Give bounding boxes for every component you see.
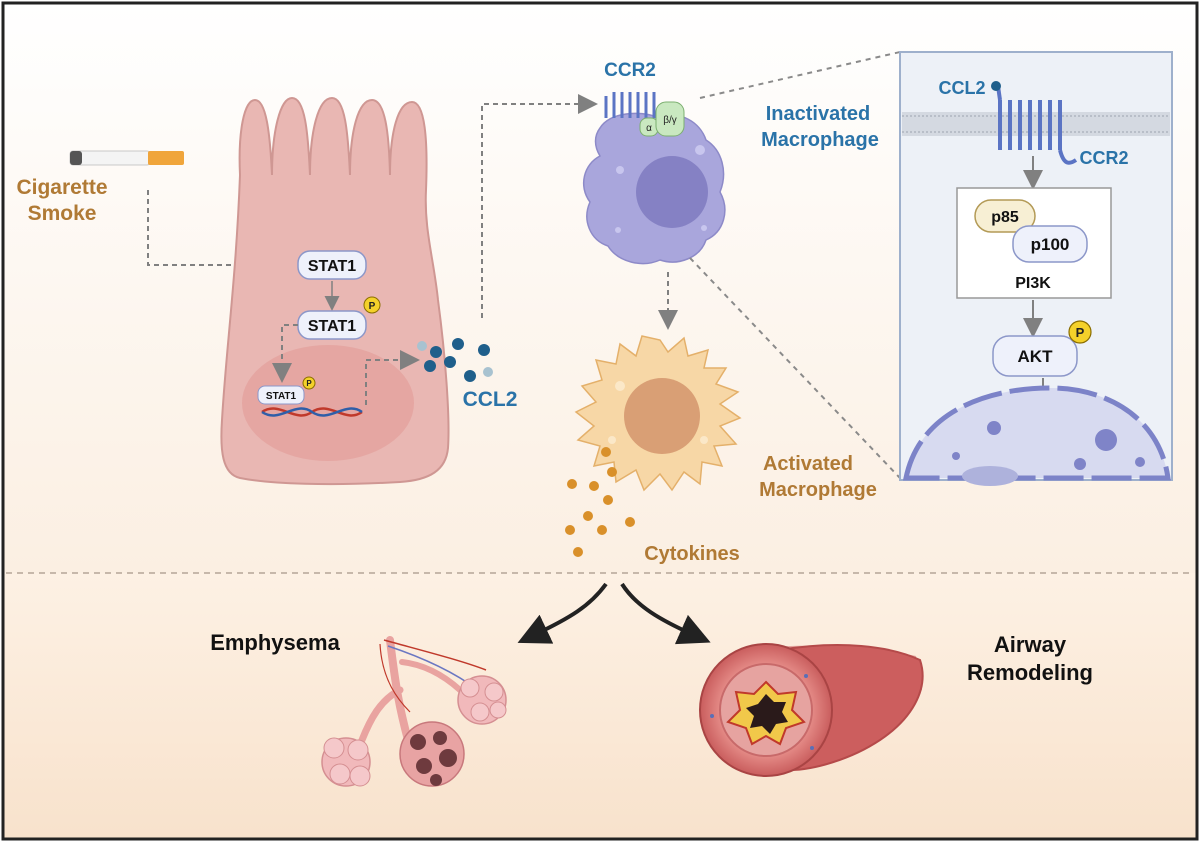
stat1-dna-phospho-badge bbox=[302, 376, 316, 390]
airway-illustration bbox=[699, 643, 924, 777]
arrow-to-airway-remodeling bbox=[620, 582, 711, 645]
akt-phospho-text: P bbox=[1076, 325, 1085, 340]
dna-strand-blue bbox=[261, 407, 363, 417]
emphysema-alveoli-illustration bbox=[321, 636, 507, 787]
inactivated-macrophage-label-2: Macrophage bbox=[761, 129, 879, 151]
p100-label: p100 bbox=[1031, 235, 1070, 254]
stat1-phospho-label: STAT1 bbox=[308, 318, 356, 335]
emphysema-label: Emphysema bbox=[210, 630, 340, 655]
stat1-label: STAT1 bbox=[308, 258, 356, 275]
arrow-transcription-to-ccl2 bbox=[365, 350, 420, 405]
g-beta-gamma-label: β/γ bbox=[663, 115, 677, 126]
akt-label: AKT bbox=[1018, 347, 1054, 366]
inset-ccl2-ligand bbox=[991, 81, 1001, 91]
activated-macrophage bbox=[574, 335, 742, 492]
stat1-dna-box bbox=[257, 385, 305, 405]
cigarette-smoke-label-2: Smoke bbox=[28, 202, 97, 225]
signaling-inset bbox=[899, 51, 1173, 486]
cigarette-smoke-label: Cigarette bbox=[16, 176, 107, 199]
inactivated-macrophage-label: Inactivated bbox=[766, 103, 870, 125]
p85-box bbox=[974, 199, 1036, 233]
zoom-line-bottom bbox=[689, 257, 901, 479]
pi3k-label: PI3K bbox=[1015, 275, 1051, 292]
ccr2-label: CCR2 bbox=[604, 60, 656, 81]
ccl2-molecules bbox=[417, 338, 493, 382]
p100-box bbox=[1012, 225, 1088, 263]
stat1-box bbox=[297, 250, 367, 280]
activated-macrophage-label-2: Macrophage bbox=[759, 479, 877, 501]
cytokines-label: Cytokines bbox=[644, 543, 740, 565]
inset-nucleus bbox=[902, 385, 1171, 481]
arrow-stat1-to-nucleus bbox=[272, 324, 298, 383]
epithelial-cell bbox=[220, 96, 450, 486]
stat1-phospho-badge-text: P bbox=[369, 301, 376, 312]
lower-panel-background bbox=[3, 573, 1197, 839]
cytokine-particles bbox=[565, 447, 635, 557]
p85-label: p85 bbox=[991, 209, 1019, 226]
inset-ccr2-label: CCR2 bbox=[1079, 148, 1128, 168]
akt-phospho-badge bbox=[1068, 320, 1092, 344]
inset-ccl2-label: CCL2 bbox=[938, 78, 985, 98]
g-alpha-label: α bbox=[646, 123, 652, 134]
inactivated-macrophage bbox=[582, 112, 726, 265]
stat1-dna-phospho-text: P bbox=[306, 379, 312, 388]
airway-remodeling-label: Airway bbox=[994, 632, 1067, 657]
airway-remodeling-label-2: Remodeling bbox=[967, 660, 1093, 685]
cigarette-icon bbox=[69, 150, 184, 166]
zoom-line-top bbox=[699, 51, 901, 99]
stat1-dna-label: STAT1 bbox=[266, 391, 297, 402]
akt-box bbox=[992, 335, 1078, 377]
stat1-phospho-badge bbox=[363, 296, 381, 314]
activated-macrophage-label: Activated bbox=[763, 453, 853, 475]
g-beta-gamma-subunit bbox=[655, 101, 685, 137]
ccl2-label: CCL2 bbox=[463, 388, 518, 411]
ccr2-receptor bbox=[604, 92, 656, 118]
arrow-to-emphysema bbox=[517, 582, 608, 644]
